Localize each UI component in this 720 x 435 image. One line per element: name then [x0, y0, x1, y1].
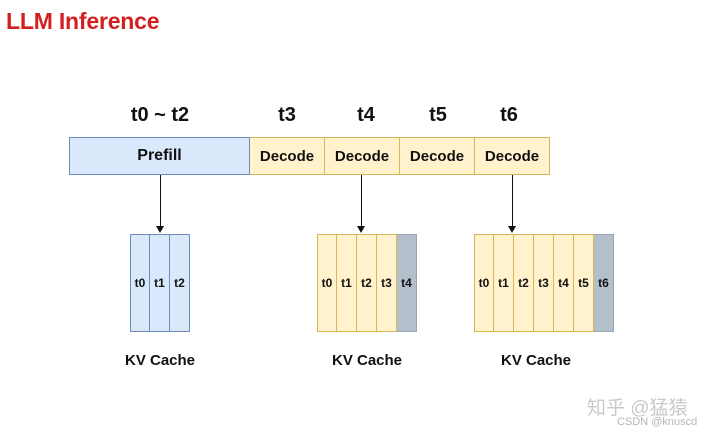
prefill-segment: Prefill	[69, 137, 250, 175]
cache-cell: t3	[534, 234, 554, 332]
kv-cache-label: KV Cache	[500, 352, 572, 369]
arrow-t4-to-cache	[361, 175, 362, 227]
cache-cell: t1	[150, 234, 170, 332]
cache-cell: t2	[170, 234, 190, 332]
arrow-t6-to-cache	[512, 175, 513, 227]
time-label-t3: t3	[278, 104, 296, 126]
cache-cell: t2	[357, 234, 377, 332]
cache-cell-new-token: t6	[594, 234, 614, 332]
decode-segment-t6: Decode	[475, 137, 550, 175]
decode-segment-t5: Decode	[400, 137, 475, 175]
watermark-zhihu: 知乎 @猛猿	[587, 398, 688, 419]
kv-cache-label: KV Cache	[124, 352, 196, 369]
inference-timeline: Prefill Decode Decode Decode Decode	[69, 137, 550, 175]
cache-cell: t1	[494, 234, 514, 332]
cache-cell: t3	[377, 234, 397, 332]
cache-cell: t0	[130, 234, 150, 332]
cache-cell: t0	[317, 234, 337, 332]
kv-cache-label: KV Cache	[331, 352, 403, 369]
cache-cell: t2	[514, 234, 534, 332]
diagram-title: LLM Inference	[6, 8, 160, 34]
cache-cell: t4	[554, 234, 574, 332]
cache-cell: t1	[337, 234, 357, 332]
cache-cell-new-token: t4	[397, 234, 417, 332]
kv-cache-t6: t0 t1 t2 t3 t4 t5 t6	[474, 234, 614, 332]
arrow-t4-head	[357, 226, 365, 233]
kv-cache-t4: t0 t1 t2 t3 t4	[317, 234, 417, 332]
decode-segment-t3: Decode	[250, 137, 325, 175]
arrow-prefill-to-cache	[160, 175, 161, 227]
time-label-t5: t5	[429, 104, 447, 126]
cache-cell: t5	[574, 234, 594, 332]
watermark-csdn: CSDN @knuscd	[617, 416, 698, 428]
time-label-t4: t4	[357, 104, 375, 126]
arrow-prefill-head	[156, 226, 164, 233]
kv-cache-prefill: t0 t1 t2	[130, 234, 190, 332]
time-label-t6: t6	[500, 104, 518, 126]
decode-segment-t4: Decode	[325, 137, 400, 175]
time-label-t0-t2: t0 ~ t2	[130, 104, 190, 126]
arrow-t6-head	[508, 226, 516, 233]
cache-cell: t0	[474, 234, 494, 332]
